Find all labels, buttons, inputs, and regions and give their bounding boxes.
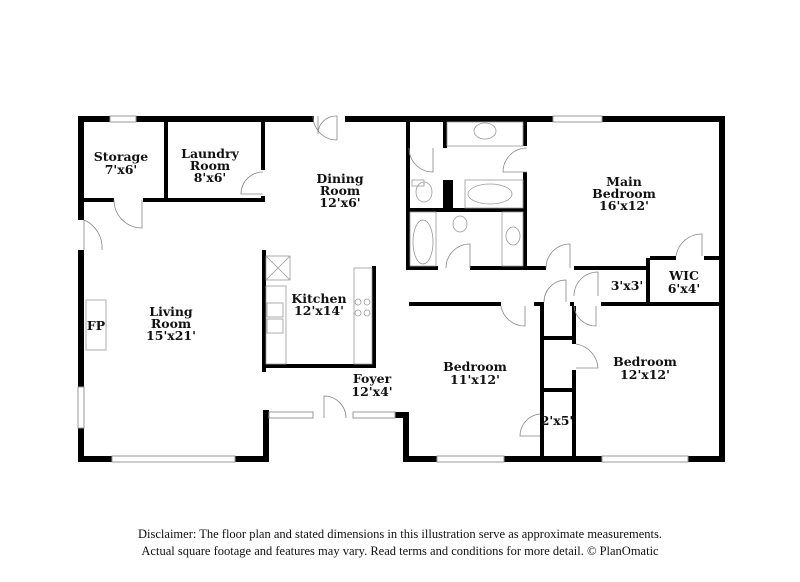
svg-text:16'x12': 16'x12'	[599, 198, 649, 213]
svg-text:Foyer: Foyer	[353, 371, 392, 386]
room-name: Bedroom	[592, 186, 656, 201]
room-name: Kitchen	[291, 291, 346, 306]
room-dimensions: 15'x21'	[146, 328, 196, 343]
svg-text:11'x12': 11'x12'	[450, 372, 500, 387]
disclaimer-line-2: Actual square footage and features may v…	[141, 544, 659, 558]
svg-text:Room: Room	[190, 158, 230, 173]
svg-text:Bedroom: Bedroom	[613, 354, 677, 369]
room-name: Room	[320, 183, 360, 198]
room-dimensions: 12'x14'	[294, 303, 344, 318]
svg-text:Room: Room	[320, 183, 360, 198]
svg-text:12'x14': 12'x14'	[294, 303, 344, 318]
room-name: Storage	[94, 149, 149, 164]
svg-text:3'x3': 3'x3'	[611, 278, 644, 293]
svg-text:15'x21': 15'x21'	[146, 328, 196, 343]
windows	[77, 115, 689, 463]
svg-text:6'x4': 6'x4'	[668, 281, 701, 296]
disclaimer-line-1: Disclaimer: The floor plan and stated di…	[138, 527, 662, 541]
room-dimensions: 12'x12'	[620, 367, 670, 382]
room-dimensions: 7'x6'	[105, 162, 138, 177]
fixtures	[85, 121, 524, 365]
room-name: Dining	[316, 171, 364, 186]
room-name: Foyer	[353, 371, 392, 386]
svg-text:FP: FP	[87, 318, 106, 333]
room-dimensions: 11'x12'	[450, 372, 500, 387]
svg-text:Room: Room	[151, 316, 191, 331]
room-name: Main	[606, 174, 642, 189]
room-dimensions: 12'x4'	[351, 384, 392, 399]
room-dimensions: 12'x6'	[319, 195, 360, 210]
svg-text:WIC: WIC	[668, 268, 699, 283]
room-name: Bedroom	[613, 354, 677, 369]
room-name: Living	[149, 304, 193, 319]
room-dimensions: 6'x4'	[668, 281, 701, 296]
svg-text:Bedroom: Bedroom	[592, 186, 656, 201]
room-name: Room	[151, 316, 191, 331]
walls	[78, 116, 725, 462]
svg-text:Storage: Storage	[94, 149, 149, 164]
svg-text:12'x6': 12'x6'	[319, 195, 360, 210]
room-name: Laundry	[181, 146, 239, 161]
svg-text:Laundry: Laundry	[181, 146, 239, 161]
room-name: Bedroom	[443, 359, 507, 374]
room-dimensions: 3'x3'	[611, 278, 644, 293]
svg-text:12'x12': 12'x12'	[620, 367, 670, 382]
room-name: WIC	[668, 268, 699, 283]
room-labels: Storage 7'x6' Laundry Room 8'x6' Dining …	[87, 146, 700, 428]
room-dimensions: 16'x12'	[599, 198, 649, 213]
svg-text:2'x5': 2'x5'	[541, 413, 574, 428]
room-dimensions: 8'x6'	[194, 170, 227, 185]
svg-text:Main: Main	[606, 174, 642, 189]
svg-text:Living: Living	[149, 304, 193, 319]
svg-text:Bedroom: Bedroom	[443, 359, 507, 374]
room-dimensions: 2'x5'	[541, 413, 574, 428]
fireplace-label: FP	[87, 318, 106, 333]
doors	[83, 115, 703, 437]
svg-text:12'x4': 12'x4'	[351, 384, 392, 399]
svg-text:8'x6': 8'x6'	[194, 170, 227, 185]
room-name: Room	[190, 158, 230, 173]
svg-text:Dining: Dining	[316, 171, 364, 186]
svg-text:7'x6': 7'x6'	[105, 162, 138, 177]
svg-text:Kitchen: Kitchen	[291, 291, 346, 306]
